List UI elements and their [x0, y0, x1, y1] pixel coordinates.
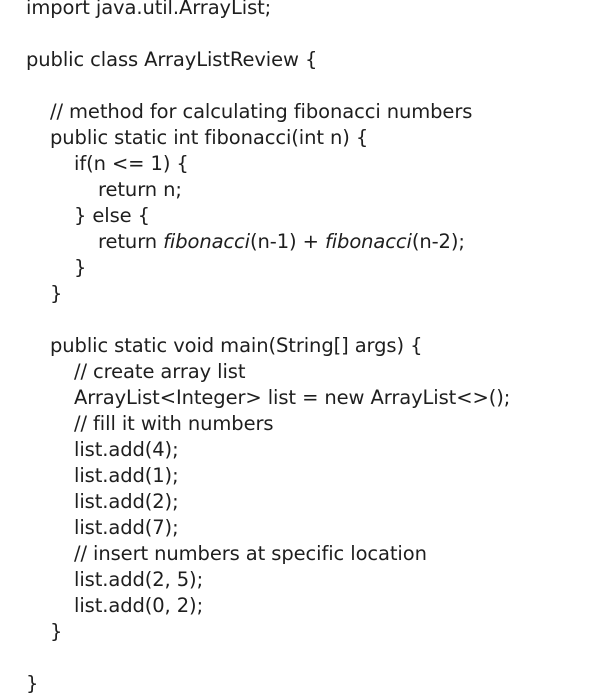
code-line-return: return n;	[98, 178, 182, 201]
code-line-comment: // fill it with numbers	[74, 412, 274, 435]
code-line-brace: }	[50, 620, 63, 643]
code-token-italic: fibonacci	[163, 230, 250, 253]
code-line-recursive-return: return fibonacci(n-1) + fibonacci(n-2);	[0, 229, 605, 255]
code-line-else: } else {	[74, 204, 150, 227]
code-line-list-declaration: ArrayList<Integer> list = new ArrayList<…	[74, 386, 511, 409]
code-token: (n-1) +	[250, 230, 325, 253]
code-line-brace: }	[50, 282, 63, 305]
code-line-import: import java.util.ArrayList;	[26, 0, 272, 19]
code-token-italic: fibonacci	[324, 230, 412, 253]
code-line-add: list.add(2);	[74, 490, 179, 513]
blank-line	[0, 645, 605, 671]
blank-line	[0, 21, 605, 47]
code-token: (n-2);	[411, 230, 465, 253]
code-line-brace: }	[74, 256, 87, 279]
code-line-comment: // method for calculating fibonacci numb…	[50, 100, 473, 123]
code-line-comment: // create array list	[74, 360, 246, 383]
blank-line	[0, 307, 605, 333]
code-line-brace: }	[26, 672, 39, 695]
code-line-add: list.add(4);	[74, 438, 179, 461]
blank-line	[0, 73, 605, 99]
code-line-add-at-index: list.add(0, 2);	[74, 594, 204, 617]
code-token: return	[98, 230, 164, 253]
code-line-class-declaration: public class ArrayListReview {	[26, 48, 318, 71]
code-line-add: list.add(1);	[74, 464, 179, 487]
code-line-if: if(n <= 1) {	[74, 152, 189, 175]
code-line-comment: // insert numbers at specific location	[74, 542, 427, 565]
code-line-method-signature: public static int fibonacci(int n) {	[50, 126, 369, 149]
code-line-add: list.add(7);	[74, 516, 179, 539]
code-line-add-at-index: list.add(2, 5);	[74, 568, 204, 591]
code-line-main-signature: public static void main(String[] args) {	[50, 334, 423, 357]
